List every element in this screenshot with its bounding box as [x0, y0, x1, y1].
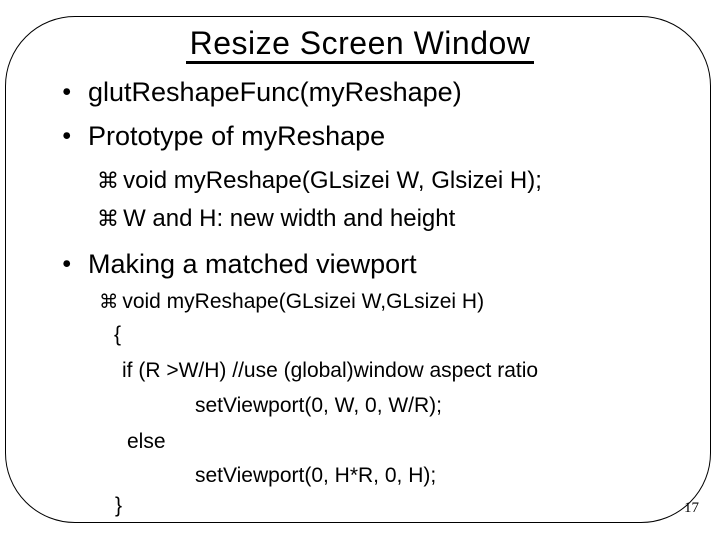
- slide-title-row: Resize Screen Window: [0, 26, 720, 64]
- code-text: if (R >W/H) //use (global)window aspect …: [122, 359, 539, 382]
- code-line: setViewport(0, W, 0, W/R);: [195, 394, 442, 418]
- bullet-line: ● Prototype of myReshape: [62, 121, 385, 152]
- page-number: 17: [684, 500, 699, 516]
- bullet-line: ● Making a matched viewport: [62, 249, 417, 280]
- code-line: else: [127, 430, 166, 454]
- bullet-dot-icon: ●: [62, 82, 72, 100]
- sub-bullet-line: ⌘void myReshape(GLsizei W, Glsizei H);: [97, 167, 542, 195]
- command-bullet-icon: ⌘: [97, 206, 120, 231]
- code-text: else: [127, 430, 166, 453]
- sub-bullet-line: ⌘W and H: new width and height: [97, 205, 455, 233]
- code-line: setViewport(0, H*R, 0, H);: [195, 464, 436, 488]
- command-bullet-icon: ⌘: [97, 168, 120, 193]
- command-bullet-icon: ⌘: [99, 292, 119, 313]
- code-line: if (R >W/H) //use (global)window aspect …: [122, 359, 538, 383]
- bullet-dot-icon: ●: [62, 126, 72, 144]
- code-line: }: [115, 494, 122, 518]
- bullet-dot-icon: ●: [62, 254, 72, 272]
- code-text: setViewport(0, W, 0, W/R);: [195, 394, 443, 417]
- bullet-line: ● glutReshapeFunc(myReshape): [62, 77, 462, 108]
- bullet-text: Prototype of myReshape: [88, 121, 386, 151]
- bullet-text: glutReshapeFunc(myReshape): [88, 77, 462, 107]
- code-text: }: [115, 494, 123, 517]
- sub-bullet-text: W and H: new width and height: [123, 205, 456, 232]
- slide-border: [5, 16, 711, 523]
- bullet-text: Making a matched viewport: [88, 249, 417, 279]
- slide-title: Resize Screen Window: [185, 26, 535, 64]
- sub-bullet-text: void myReshape(GLsizei W,GLsizei H): [122, 290, 485, 313]
- code-text: {: [114, 323, 122, 346]
- code-line: {: [114, 323, 121, 347]
- sub-bullet-text: void myReshape(GLsizei W, Glsizei H);: [123, 167, 542, 194]
- sub-bullet-line: ⌘void myReshape(GLsizei W,GLsizei H): [99, 290, 484, 314]
- code-text: setViewport(0, H*R, 0, H);: [195, 464, 437, 487]
